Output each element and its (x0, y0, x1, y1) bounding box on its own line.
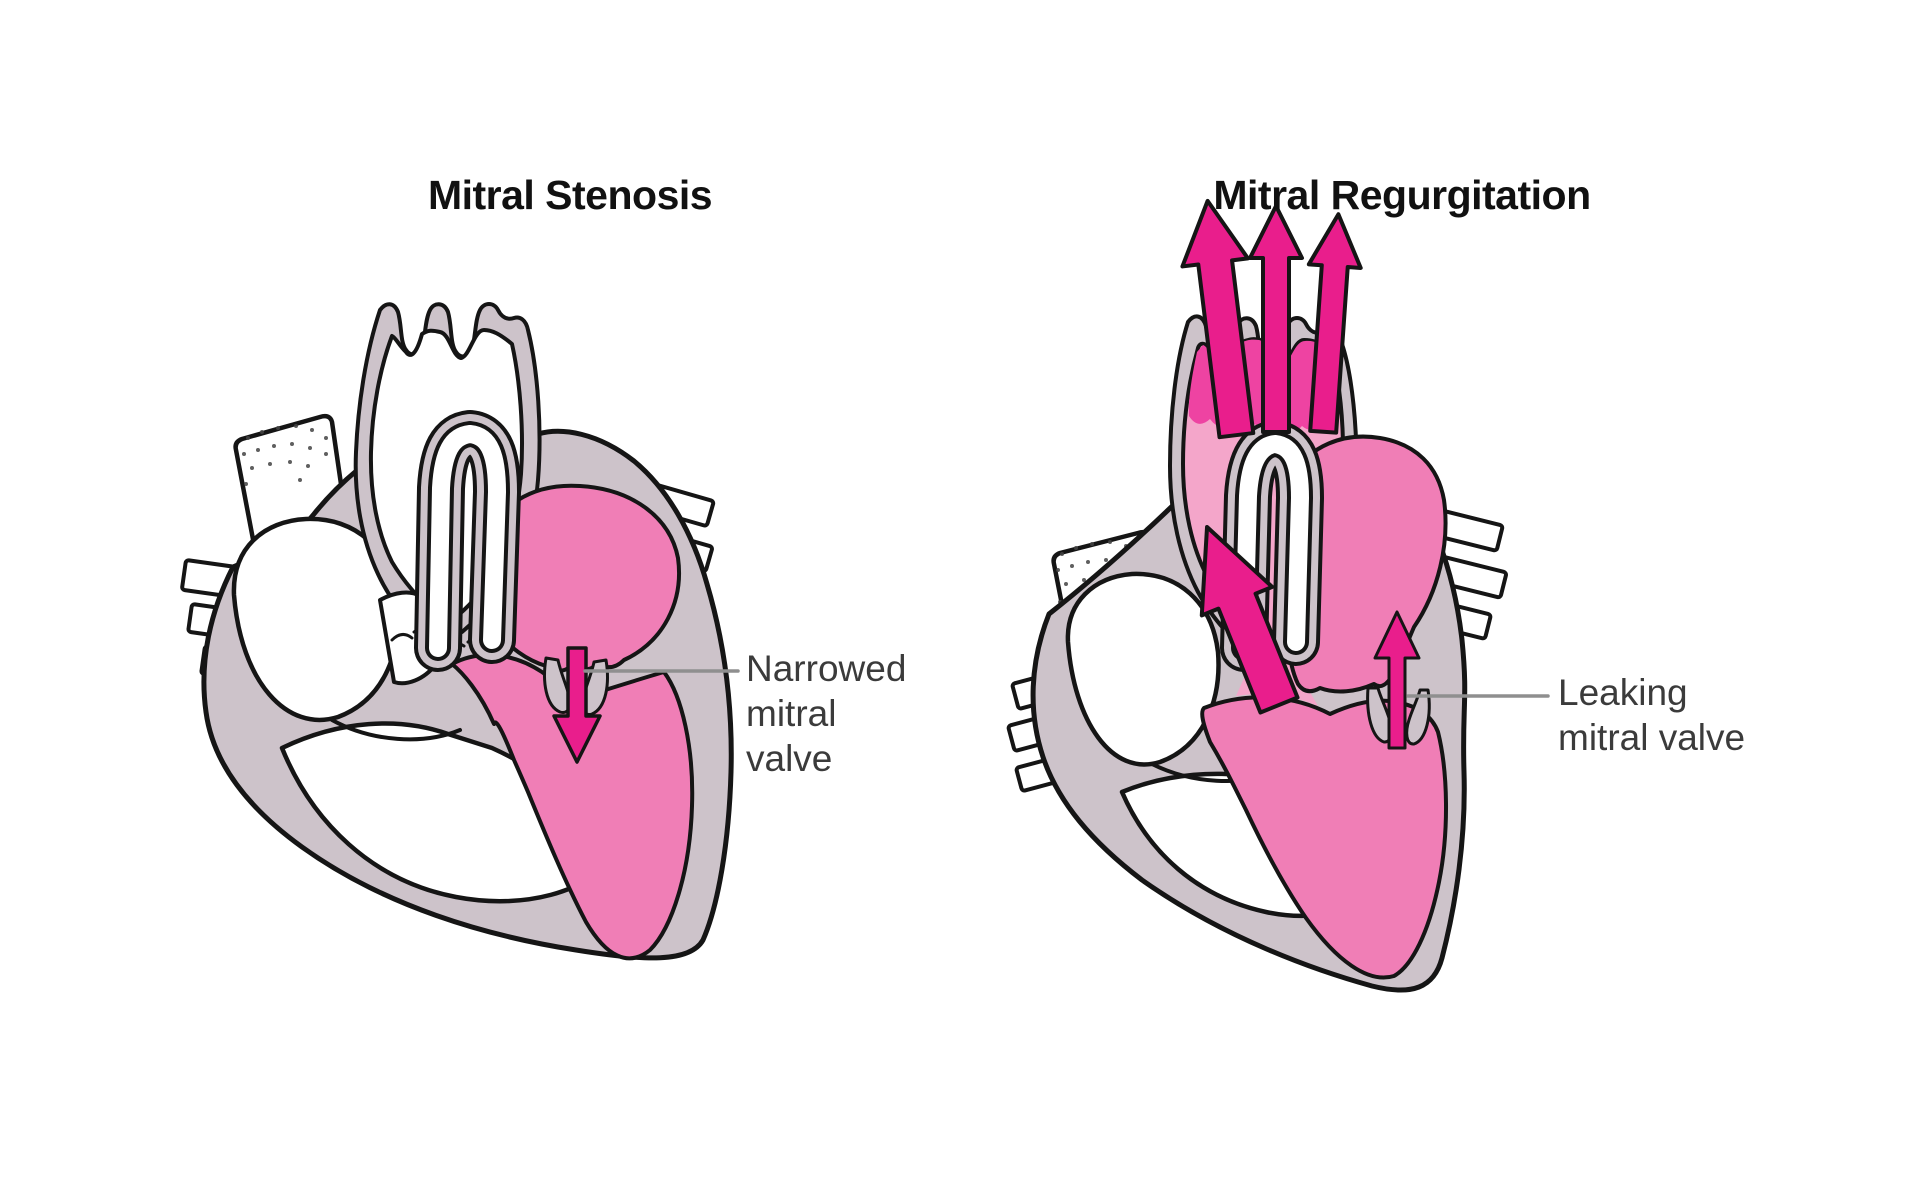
tricuspid-valve-line (330, 718, 462, 742)
aorta-arrow-up-icon (1180, 198, 1256, 440)
right-atrium-shape (1065, 571, 1221, 767)
pulmonary-artery-loop (1220, 420, 1324, 672)
annotation-line: mitral (746, 693, 837, 734)
pulmonary-artery-loop (414, 410, 521, 672)
panel-title-mitral-regurgitation: Mitral Regurgitation (1213, 172, 1591, 218)
aorta-arrow-up-icon (1306, 212, 1363, 435)
annotation-line: valve (746, 738, 833, 779)
annotation-line: Narrowed (746, 648, 907, 689)
panel-title-mitral-stenosis: Mitral Stenosis (427, 172, 713, 218)
annotation-line: Leaking (1558, 672, 1688, 713)
annotation-line: mitral valve (1558, 717, 1746, 758)
mitral-flow-arrow-down-icon (552, 646, 602, 764)
svc-stipple-dots (242, 424, 328, 486)
aorta-arrow-up-icon (1248, 204, 1304, 434)
ejection-arrow-up-left-icon (1199, 524, 1300, 715)
annotation-leaking-mitral-valve: Leaking mitral valve (1558, 670, 1745, 760)
mitral-valve-leaflet (1405, 688, 1431, 746)
mitral-regurgitation-panel (1006, 198, 1550, 993)
mitral-flow-arrow-up-icon (1373, 610, 1421, 750)
annotation-narrowed-mitral-valve: Narrowed mitral valve (746, 646, 906, 781)
mitral-stenosis-panel (180, 302, 740, 961)
